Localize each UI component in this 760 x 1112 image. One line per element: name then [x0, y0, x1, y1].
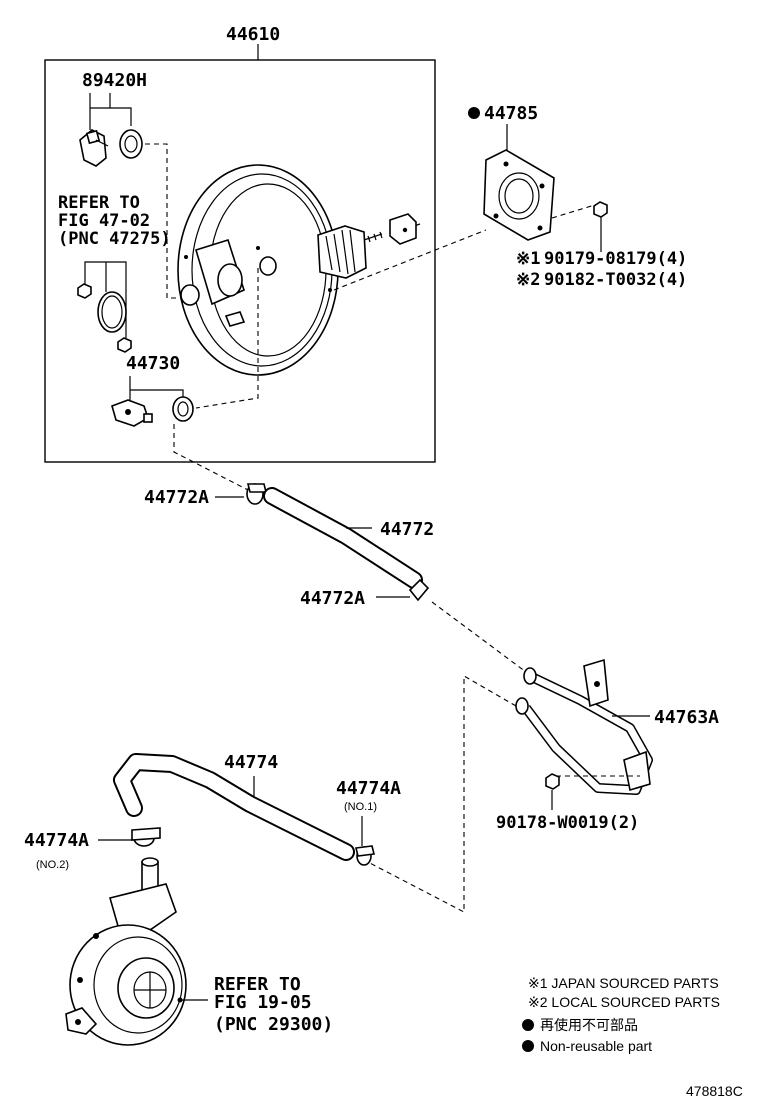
dash-pipe-to-clip — [363, 675, 517, 913]
hose-fill — [265, 489, 421, 587]
gasket — [483, 149, 555, 241]
leader-sensor — [89, 93, 132, 130]
legend-note-3: 再使用不可部品 — [540, 1017, 638, 1033]
check-valve — [111, 399, 153, 427]
label-hose: 44772 — [380, 519, 434, 540]
label-clip-no1-sub: (NO.1) — [344, 801, 377, 813]
marker-ref1: ※1 — [516, 249, 540, 269]
legend-dot-2 — [522, 1040, 534, 1052]
label-clip-b: 44772A — [300, 588, 365, 609]
refer-1-o-ring — [97, 291, 127, 333]
label-check-valve: 44730 — [126, 353, 180, 374]
refer-1-small-nut — [77, 283, 92, 299]
refer-1-line1: REFER TO — [58, 193, 140, 213]
label-hose-2: 44774 — [224, 752, 278, 773]
refer-1-small-nut-2 — [117, 337, 132, 353]
hose-clip-upper — [246, 483, 268, 505]
refer-2-line2: FIG 19-05 — [214, 992, 312, 1013]
clevis-yoke — [389, 213, 417, 245]
label-clip-no1: 44774A — [336, 778, 401, 799]
vacuum-pump — [65, 857, 187, 1046]
marker-ref2: ※2 — [516, 270, 540, 290]
legend-note-2: ※2 LOCAL SOURCED PARTS — [528, 994, 720, 1010]
leader-check-valve — [129, 376, 184, 402]
hose-2-fill — [115, 755, 353, 859]
brake-booster — [177, 164, 383, 376]
dash-gasket-to-nut — [551, 203, 599, 219]
dash-booster-to-check-valve — [195, 268, 259, 409]
label-pipe: 44763A — [654, 707, 719, 728]
hose-clip-lower — [408, 578, 430, 602]
sensor-grommet — [119, 129, 143, 159]
label-nut-2: 90182-T0032(4) — [544, 270, 687, 290]
hose-clip-no1 — [355, 845, 375, 866]
flange-bolt — [545, 773, 560, 790]
label-clip-no2-sub: (NO.2) — [36, 859, 69, 871]
vacuum-pipe — [515, 658, 653, 795]
refer-2-line1: REFER TO — [214, 974, 301, 995]
label-sensor: 89420H — [82, 70, 147, 91]
label-booster-assy: 44610 — [226, 24, 280, 45]
vacuum-sensor — [79, 129, 109, 167]
legend-note-1: ※1 JAPAN SOURCED PARTS — [528, 975, 719, 991]
dash-hose-to-pipe — [431, 601, 527, 673]
check-valve-grommet — [172, 396, 194, 422]
non-reusable-dot-gasket — [468, 107, 480, 119]
legend-note-4: Non-reusable part — [540, 1038, 652, 1054]
dash-sensor-to-booster — [145, 143, 185, 299]
refer-1-line3: (PNC 47275) — [58, 229, 171, 249]
label-gasket: 44785 — [484, 103, 538, 124]
label-clip-a: 44772A — [144, 487, 209, 508]
label-clip-no2: 44774A — [24, 830, 89, 851]
dash-check-valve-to-clip — [173, 424, 249, 491]
hose-clip-no2 — [131, 827, 161, 847]
dash-booster-to-gasket — [333, 229, 487, 291]
label-bolt: 90178-W0019(2) — [496, 813, 639, 833]
label-nut-1: 90179-08179(4) — [544, 249, 687, 269]
refer-1-line2: FIG 47-02 — [58, 211, 150, 231]
legend-dot-1 — [522, 1019, 534, 1031]
figure-id: 478818C — [686, 1083, 743, 1099]
refer-2-line3: (PNC 29300) — [214, 1014, 333, 1035]
leader-refer-1 — [84, 261, 127, 338]
group-frame-booster — [44, 59, 436, 463]
flange-nut — [593, 201, 608, 218]
